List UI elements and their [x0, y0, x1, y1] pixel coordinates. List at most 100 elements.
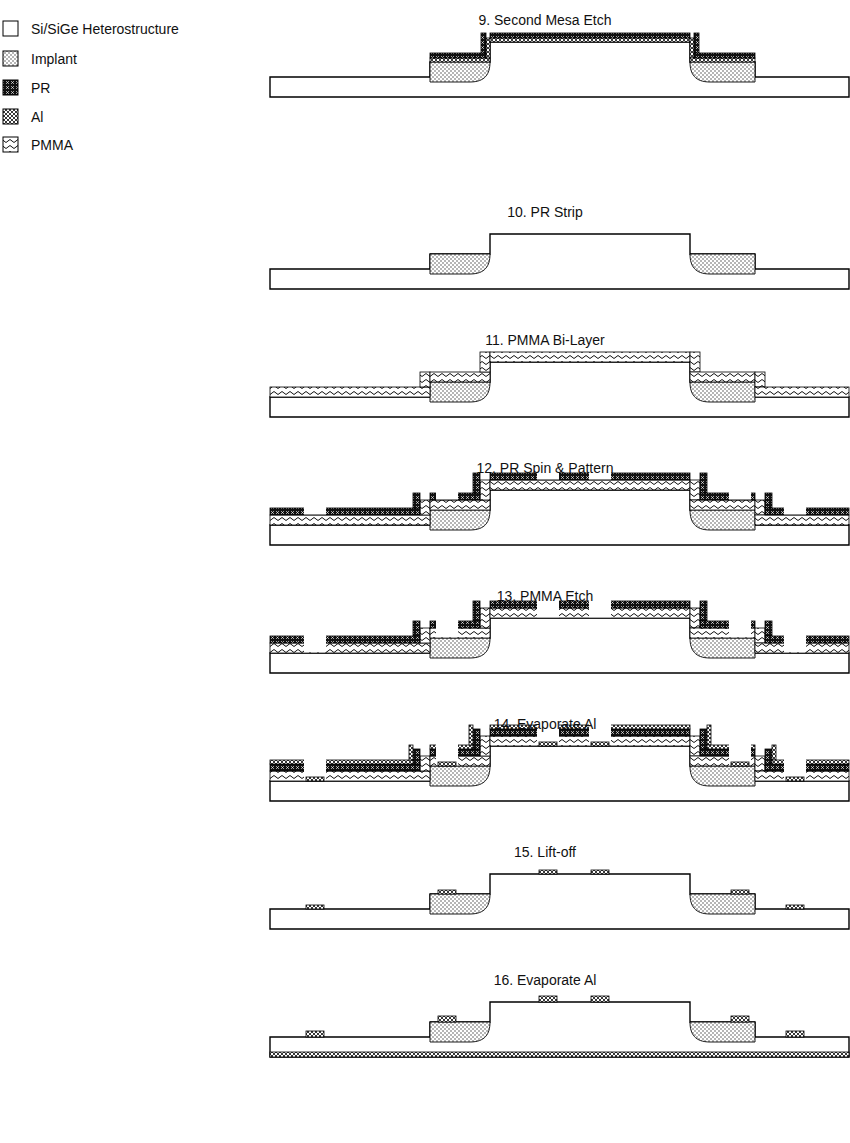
- si-sige-heterostructure: [270, 874, 849, 929]
- legend-swatch: [3, 21, 18, 36]
- pmma-layer: [480, 608, 490, 628]
- al-layer: [469, 725, 473, 745]
- pmma-layer: [755, 515, 849, 525]
- al-layer: [430, 58, 490, 62]
- pmma-layer: [690, 736, 700, 756]
- pr-layer: [700, 473, 707, 493]
- pr-layer: [481, 33, 486, 53]
- pmma-layer: [420, 372, 430, 387]
- pr-layer: [765, 621, 772, 636]
- pmma-layer: [690, 480, 700, 500]
- implant-region: [690, 766, 755, 786]
- step-title: 14. Evaporate Al: [494, 716, 597, 732]
- layer-opening: [729, 620, 751, 637]
- pr-layer: [765, 749, 772, 764]
- implant-region: [690, 510, 755, 530]
- pmma-layer: [430, 500, 490, 510]
- al-contact: [306, 1031, 324, 1037]
- legend-label: Implant: [31, 51, 77, 67]
- al-contact: [786, 905, 804, 909]
- al-contact: [731, 1016, 749, 1022]
- implant-region: [690, 638, 755, 658]
- pr-layer: [270, 508, 420, 515]
- al-contact: [591, 996, 609, 1002]
- al-layer: [490, 38, 690, 42]
- legend-swatch: [3, 51, 18, 66]
- pmma-layer: [270, 643, 430, 653]
- layer-opening: [436, 744, 458, 765]
- implant-region: [690, 254, 755, 274]
- process-step-section: [270, 33, 849, 97]
- pmma-layer: [690, 352, 700, 372]
- implant-region: [430, 254, 490, 274]
- pr-layer: [473, 601, 480, 621]
- pr-layer: [473, 729, 480, 749]
- legend-label: Al: [31, 109, 43, 125]
- pmma-layer: [690, 372, 755, 382]
- pmma-layer: [420, 628, 430, 643]
- al-layer: [409, 745, 413, 760]
- pmma-layer: [755, 372, 765, 387]
- al-contact: [786, 777, 804, 781]
- pmma-layer: [420, 500, 430, 515]
- legend-swatch: [3, 80, 18, 95]
- layer-opening: [729, 744, 751, 765]
- implant-region: [690, 1022, 755, 1042]
- layer-opening: [436, 620, 458, 637]
- implant-region: [430, 510, 490, 530]
- al-contact: [731, 762, 749, 766]
- pr-layer: [765, 508, 849, 515]
- implant-region: [430, 382, 490, 402]
- al-layer: [270, 760, 413, 764]
- al-contact: [306, 777, 324, 781]
- step-title: 12. PR Spin & Pattern: [477, 460, 614, 476]
- al-contact: [539, 742, 557, 746]
- process-step-section: [270, 234, 849, 289]
- al-layer: [707, 725, 711, 745]
- process-step-section: [270, 600, 849, 673]
- pr-layer: [765, 764, 849, 771]
- implant-region: [430, 62, 490, 82]
- al-contact: [786, 1031, 804, 1037]
- pmma-layer: [480, 736, 490, 756]
- layer-opening: [784, 759, 806, 780]
- al-contact: [306, 905, 324, 909]
- legend-label: PR: [31, 80, 50, 96]
- pmma-layer: [690, 608, 700, 628]
- step-title: 15. Lift-off: [514, 844, 576, 860]
- implant-region: [430, 638, 490, 658]
- layer-opening: [784, 635, 806, 652]
- pmma-layer: [480, 480, 490, 500]
- pr-layer: [430, 53, 486, 58]
- pmma-layer: [690, 500, 755, 510]
- legend-swatch: [3, 109, 18, 124]
- layer-opening: [784, 507, 806, 515]
- legend-label: PMMA: [31, 137, 73, 153]
- legend-label: Si/SiGe Heterostructure: [31, 21, 179, 37]
- pmma-layer: [420, 756, 430, 771]
- si-sige-heterostructure: [270, 42, 849, 97]
- implant-region: [430, 766, 490, 786]
- layer-opening: [729, 492, 751, 500]
- pmma-layer: [270, 771, 430, 781]
- legend-swatch: [3, 137, 18, 152]
- al-layer: [772, 745, 776, 760]
- process-step-section: [270, 352, 849, 417]
- al-layer: [690, 38, 694, 58]
- implant-region: [430, 894, 490, 914]
- pmma-layer: [270, 387, 430, 397]
- implant-region: [430, 1022, 490, 1042]
- pmma-layer: [430, 372, 490, 382]
- pmma-layer: [755, 628, 765, 643]
- pr-layer: [700, 493, 755, 500]
- pmma-layer: [490, 352, 690, 362]
- implant-region: [690, 894, 755, 914]
- step-title: 9. Second Mesa Etch: [478, 12, 611, 28]
- process-step-section: [270, 472, 849, 545]
- pmma-layer: [755, 500, 765, 515]
- pr-layer: [413, 749, 420, 764]
- implant-region: [690, 62, 755, 82]
- al-contact: [539, 870, 557, 874]
- pmma-layer: [490, 480, 690, 490]
